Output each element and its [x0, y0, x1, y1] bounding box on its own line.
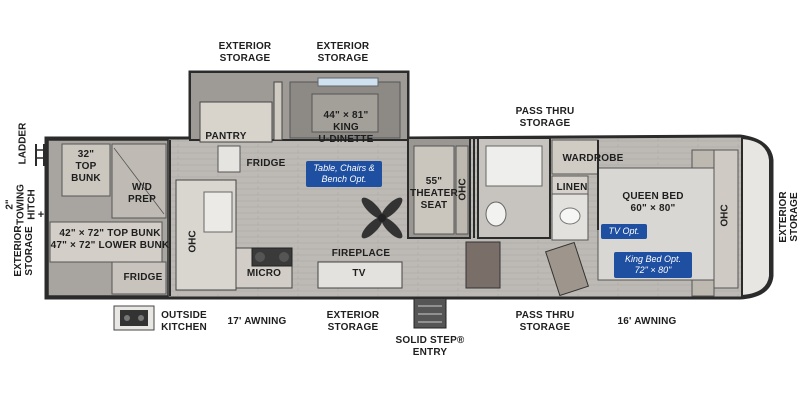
label-micro: MICRO	[246, 268, 282, 279]
label-queen-bed: QUEEN BED 60" × 80"	[622, 191, 684, 214]
label-exterior-storage-bottom: EXTERIOR STORAGE	[326, 310, 380, 333]
label-top-bunk: 32" TOP BUNK	[71, 149, 101, 184]
badge-king-bed-option: King Bed Opt. 72" × 80"	[614, 252, 692, 278]
pantry-shelf	[273, 81, 283, 141]
wardrobe	[551, 139, 599, 175]
label-awning-16: 16' AWNING	[617, 316, 677, 327]
ceiling-fan	[361, 197, 403, 239]
label-ohc-living: OHC	[457, 178, 469, 201]
svg-text:+: +	[38, 209, 44, 221]
linen-closet	[551, 175, 589, 195]
label-ohc-bedroom: OHC	[719, 204, 731, 227]
label-fridge-outdoor: FRIDGE	[123, 272, 163, 283]
solid-step-entry	[413, 297, 447, 329]
fireplace-unit	[317, 261, 403, 289]
nightstand-top	[691, 149, 715, 169]
interior-steps	[465, 241, 501, 289]
pantry-cabinet	[199, 101, 273, 143]
label-pantry: PANTRY	[205, 131, 247, 142]
label-ladder: LADDER	[17, 122, 29, 165]
top-bunk	[61, 143, 111, 197]
label-linen: LINEN	[556, 182, 588, 193]
front-cap	[741, 136, 771, 298]
badge-dinette-option: Table, Chairs & Bench Opt.	[306, 161, 382, 187]
label-exterior-storage-top-left: EXTERIOR STORAGE	[218, 41, 272, 64]
label-theater-seat: 55" THEATER SEAT	[410, 176, 458, 211]
label-exterior-storage-right: EXTERIOR STORAGE	[778, 191, 800, 243]
outdoor-fridge	[111, 261, 167, 295]
label-wd-prep: W/D PREP	[127, 182, 157, 205]
label-bunk-sizes: 42" × 72" TOP BUNK 47" × 72" LOWER BUNK	[50, 228, 170, 251]
bedroom-door	[544, 241, 590, 297]
label-exterior-storage-left: EXTERIOR STORAGE	[13, 225, 35, 277]
label-exterior-storage-top-mid: EXTERIOR STORAGE	[316, 41, 370, 64]
nightstand-bottom	[691, 279, 715, 297]
label-fireplace: FIREPLACE	[331, 248, 391, 259]
lower-bunk	[49, 221, 163, 263]
label-wardrobe: WARDROBE	[562, 153, 624, 164]
label-pass-thru-storage-top: PASS THRU STORAGE	[515, 106, 575, 129]
label-tv: TV	[352, 268, 366, 279]
label-fridge-top: FRIDGE	[246, 158, 286, 169]
label-solid-step-entry: SOLID STEP® ENTRY	[395, 335, 465, 358]
shower	[485, 145, 543, 187]
badge-tv-option: TV Opt.	[601, 224, 647, 239]
label-dinette: 44" × 81" KING U-DINETTE	[318, 110, 374, 145]
ohc-living-cabinet	[455, 145, 469, 235]
theater-seat	[413, 145, 455, 235]
fridge	[217, 145, 241, 173]
dinette-table	[311, 93, 379, 133]
toilet	[485, 201, 507, 227]
skylight-top	[317, 77, 379, 87]
kitchen-sink	[203, 191, 233, 233]
label-outside-kitchen: OUTSIDE KITCHEN	[161, 310, 207, 333]
label-pass-thru-storage-bottom: PASS THRU STORAGE	[515, 310, 575, 333]
label-ohc-kitchen: OHC	[187, 230, 199, 253]
bed-headboard	[713, 149, 739, 289]
label-awning-17: 17' AWNING	[227, 316, 287, 327]
rear-ladder	[35, 144, 45, 166]
